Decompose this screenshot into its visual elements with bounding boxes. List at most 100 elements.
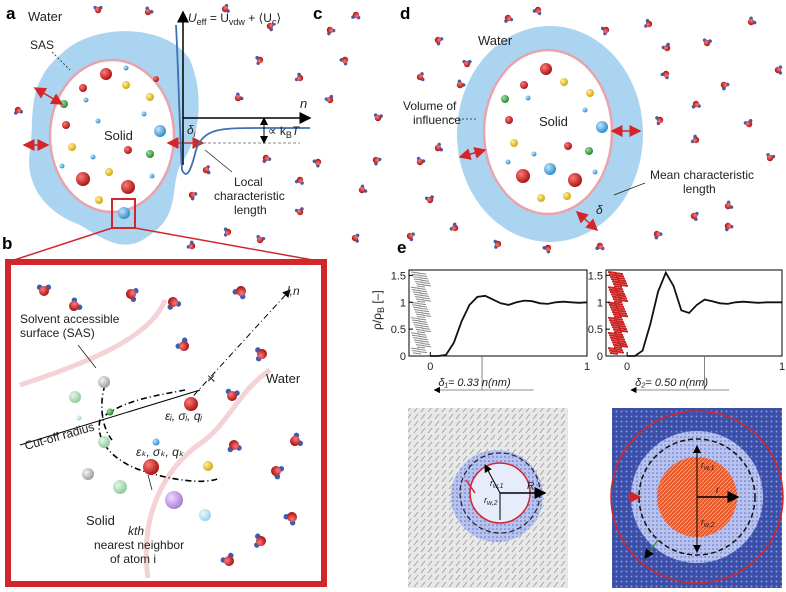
scatter-mark [619,344,629,348]
sas-surface-b [19,299,272,579]
mcl-leader [613,182,646,196]
scatter-mark [610,308,620,312]
scatter-mark [617,324,627,328]
scatter-mark [412,306,422,309]
scatter-mark [611,295,621,299]
sim2-r-label: r [716,485,720,496]
scatter-mark [417,333,427,336]
water-molecule [747,16,757,26]
water-molecule [655,116,664,126]
scatter-mark [610,278,620,282]
water-molecule [774,65,783,75]
scatter-mark [619,299,629,303]
x-tick-label: 1 [779,361,785,373]
scatter-mark [415,328,425,331]
water-molecule [462,59,472,68]
water-molecule [532,6,542,16]
scatter-mark [422,330,432,333]
scatter-mark [412,337,422,340]
ylabel-e: ρ/ρB [–] [370,290,386,330]
scatter-mark [611,341,621,345]
scatter-mark [420,340,430,343]
water-molecule [144,6,154,16]
solid-density-scatter [410,271,432,355]
scatter-mark [607,347,617,351]
water-molecule [504,14,514,23]
y-tick-label: 0.5 [588,324,603,336]
scatter-mark [420,294,430,297]
kth-line2: nearest neighbor [94,538,184,552]
sas-leader-a [51,51,71,71]
cutoff-radius-line-b [19,389,201,446]
panel-label-a: a [6,4,16,23]
delta-i-label-a: δi [187,123,196,139]
scatter-mark [619,314,629,318]
scatter-mark [414,311,424,314]
water-molecule [294,72,304,82]
scatter-mark [410,286,420,289]
local-leader-a [204,149,233,173]
water-molecule [69,297,83,311]
water-molecule [653,230,663,240]
scatter-mark [608,303,618,307]
scatter-mark [618,327,628,331]
scatter-mark [619,329,629,333]
y-tick-label: 1.5 [588,270,603,282]
scatter-mark [614,348,624,352]
scatter-mark [613,345,623,349]
water-molecule [600,26,610,36]
scatter-mark [614,302,624,306]
scatter-mark [608,334,618,338]
scatter-mark [418,305,428,308]
y-tick-label: 1 [400,297,406,309]
scatter-mark [607,271,617,274]
water-label-d: Water [478,33,513,48]
density-line [627,270,782,357]
water-molecule [373,113,383,122]
scatter-mark [616,276,626,280]
sim1-rw1-label: rw,1 [490,478,504,490]
water-molecule [690,134,700,144]
water-molecule [743,118,753,128]
water-molecule [283,512,297,526]
y-tick-label: 0 [400,351,406,363]
panel-label-d: d [400,4,410,23]
water-molecule [358,184,368,194]
water-molecule [271,466,285,480]
water-molecule [724,200,734,210]
water-molecule [595,242,605,251]
scatter-mark [609,306,619,310]
water-molecule [266,22,276,32]
scatter-mark [413,278,423,281]
cutoff-arc-b2 [101,384,113,441]
sas-label-b2: surface (SAS) [20,326,95,340]
sas-leader-b [77,344,97,369]
y-tick-label: 0 [597,351,603,363]
scatter-mark [418,320,428,323]
scatter-mark [615,289,625,293]
water-molecule [227,440,242,453]
scatter-mark [615,320,625,324]
water-molecule [660,70,670,80]
ueff-formula-a: Ueff = Uvdw + ⟨Uc⟩ [188,11,281,27]
atoms-d [501,63,608,202]
scatter-mark [610,323,620,327]
cross-mark-b: × [207,370,215,386]
scatter-mark [618,342,628,346]
scatter-mark [609,336,619,340]
zoom-line-left [7,227,113,263]
scatter-mark [611,310,621,314]
water-molecule [456,79,466,89]
y-tick-label: 1.5 [391,270,406,282]
scatter-mark [418,335,428,338]
water-molecule [175,337,189,351]
sas-label-b1: Solvent accessible [20,312,120,326]
scatter-mark [614,333,624,337]
sim1-rw2-label: rw,2 [484,495,498,507]
water-molecule [186,240,196,250]
scatter-mark [417,272,427,275]
scatter-mark [609,321,619,325]
scatter-mark [411,319,421,322]
scatter-mark [609,290,619,294]
scatter-mark [618,296,628,300]
